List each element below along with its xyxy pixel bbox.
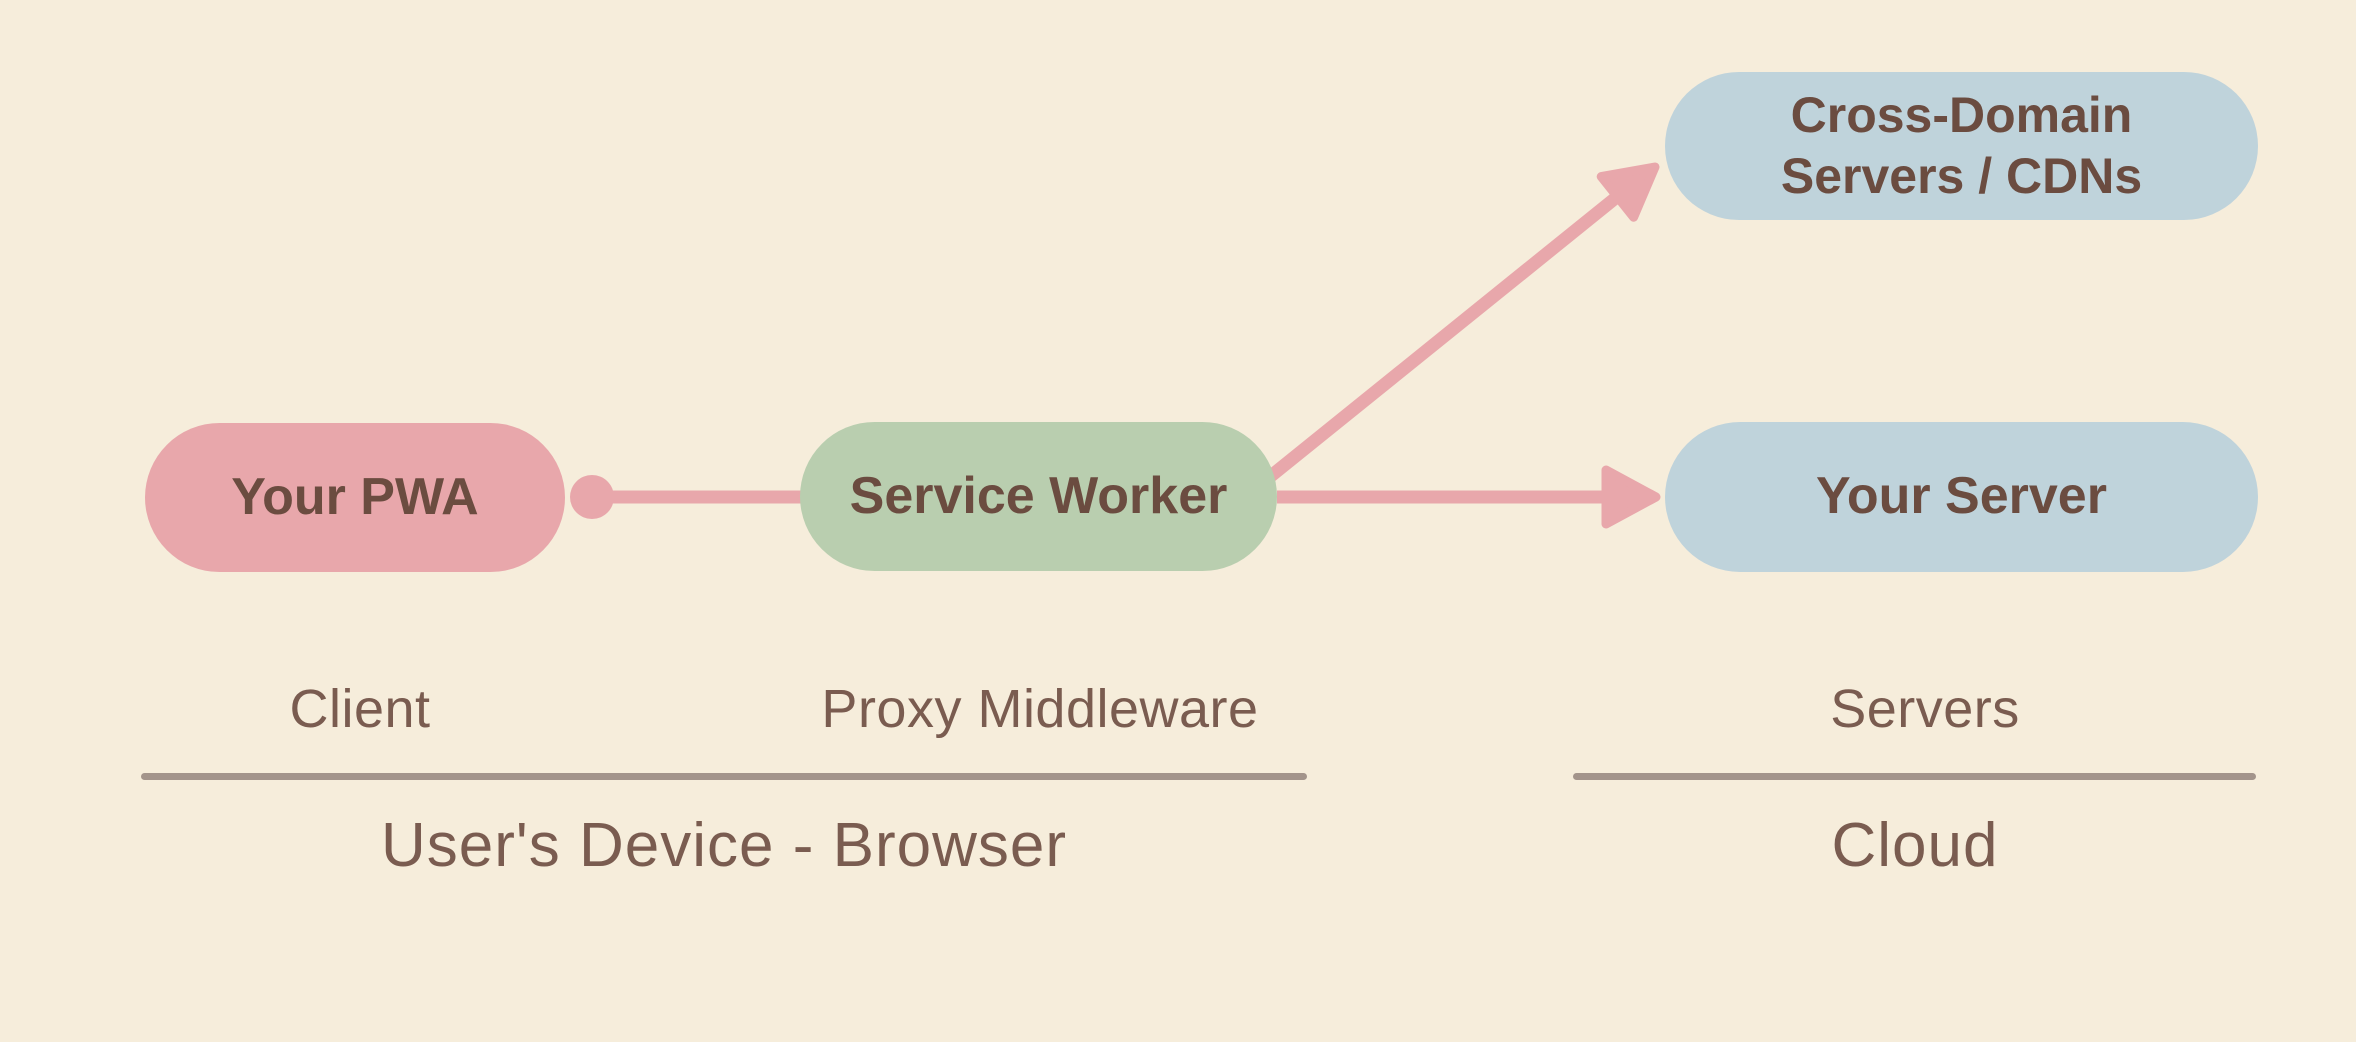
- node-service-worker: Service Worker: [800, 422, 1277, 571]
- node-your-server-label: Your Server: [1816, 467, 2107, 526]
- arrowhead-sw-to-cross-domain: [1596, 162, 1660, 222]
- node-cross-domain-label: Cross-Domain Servers / CDNs: [1781, 85, 2142, 207]
- label-servers: Servers: [1830, 679, 2020, 739]
- label-client: Client: [289, 679, 431, 739]
- label-proxy-middleware: Proxy Middleware: [821, 679, 1259, 739]
- divider-device: [141, 773, 1307, 780]
- node-cross-domain-servers: Cross-Domain Servers / CDNs: [1665, 72, 2258, 220]
- arrow-line-sw-to-cross-domain: [1230, 190, 1623, 511]
- node-your-pwa: Your PWA: [145, 423, 565, 572]
- arrowhead-sw-to-your-server: [1601, 465, 1661, 529]
- cross-domain-line2: Servers / CDNs: [1780, 148, 2143, 204]
- cross-domain-line1: Cross-Domain: [1790, 87, 2133, 143]
- node-your-server: Your Server: [1665, 422, 2258, 572]
- node-service-worker-label: Service Worker: [849, 466, 1228, 525]
- title-cloud: Cloud: [1831, 811, 1999, 880]
- node-your-pwa-label: Your PWA: [231, 467, 479, 526]
- title-users-device-browser: User's Device - Browser: [381, 811, 1067, 880]
- divider-cloud: [1573, 773, 2256, 780]
